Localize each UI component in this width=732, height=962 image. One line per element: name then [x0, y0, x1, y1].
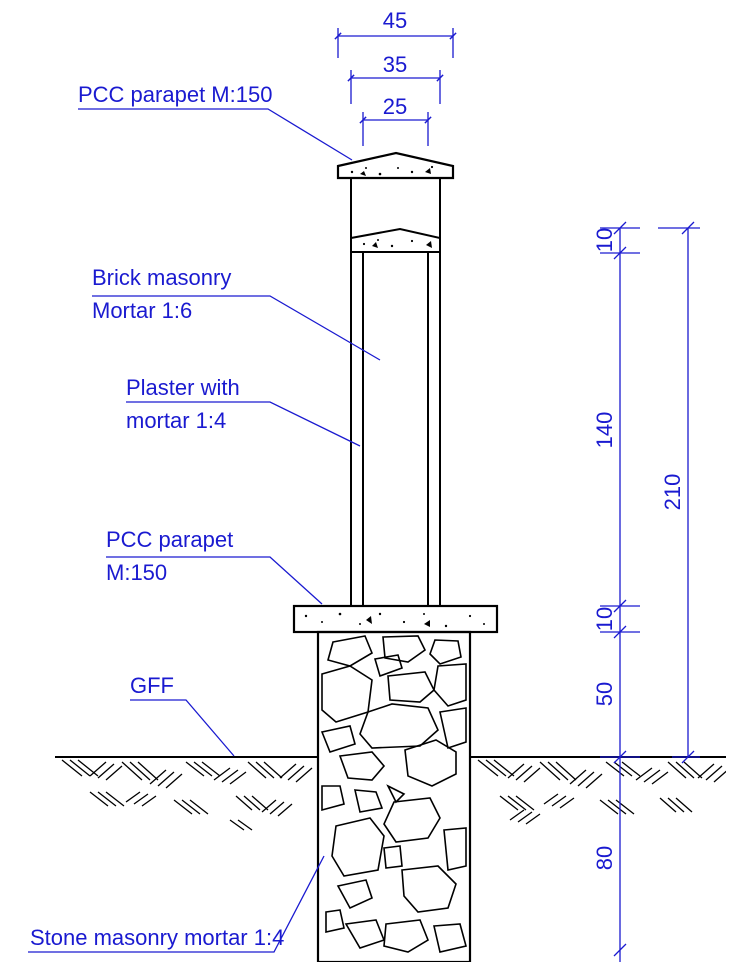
annotations: 45 35 25 PCC parapet M:150 Brick masonry…: [30, 8, 685, 950]
earth-hatch: [61, 759, 726, 831]
label-pcc-parapet-mid-line2: M:150: [106, 560, 167, 585]
dim-10-top: 10: [592, 228, 617, 252]
dim-25: 25: [383, 94, 407, 119]
pcc-coping-top: [336, 151, 455, 180]
label-brick-masonry-line2: Mortar 1:6: [92, 298, 192, 323]
wall-structure: [55, 151, 726, 962]
leader-pcc-top: [78, 108, 353, 161]
leader-lines: [28, 108, 381, 953]
dim-10-mid: 10: [592, 607, 617, 631]
stone-pattern: [320, 635, 467, 953]
pcc-parapet-slab: [292, 604, 499, 634]
label-gff: GFF: [130, 673, 174, 698]
concrete-speckle: [304, 165, 485, 628]
dim-80: 80: [592, 846, 617, 870]
stone-masonry-plinth: [316, 630, 472, 962]
leader-plaster: [126, 401, 361, 447]
leader-stone: [28, 855, 325, 953]
label-stone-masonry: Stone masonry mortar 1:4: [30, 925, 284, 950]
dim-45: 45: [383, 8, 407, 33]
dim-35: 35: [383, 52, 407, 77]
dim-50: 50: [592, 682, 617, 706]
label-plaster-line2: mortar 1:4: [126, 408, 226, 433]
leader-gff: [130, 699, 235, 757]
label-plaster-line1: Plaster with: [126, 375, 240, 400]
label-pcc-parapet-top: PCC parapet M:150: [78, 82, 272, 107]
label-pcc-parapet-mid-line1: PCC parapet: [106, 527, 233, 552]
leader-brick: [92, 295, 381, 361]
dim-140: 140: [592, 412, 617, 449]
label-brick-masonry-line1: Brick masonry: [92, 265, 231, 290]
leader-pcc-mid: [106, 556, 323, 605]
pcc-coping-inner: [350, 227, 441, 253]
dim-210: 210: [660, 474, 685, 511]
dimension-lines: [334, 28, 700, 962]
